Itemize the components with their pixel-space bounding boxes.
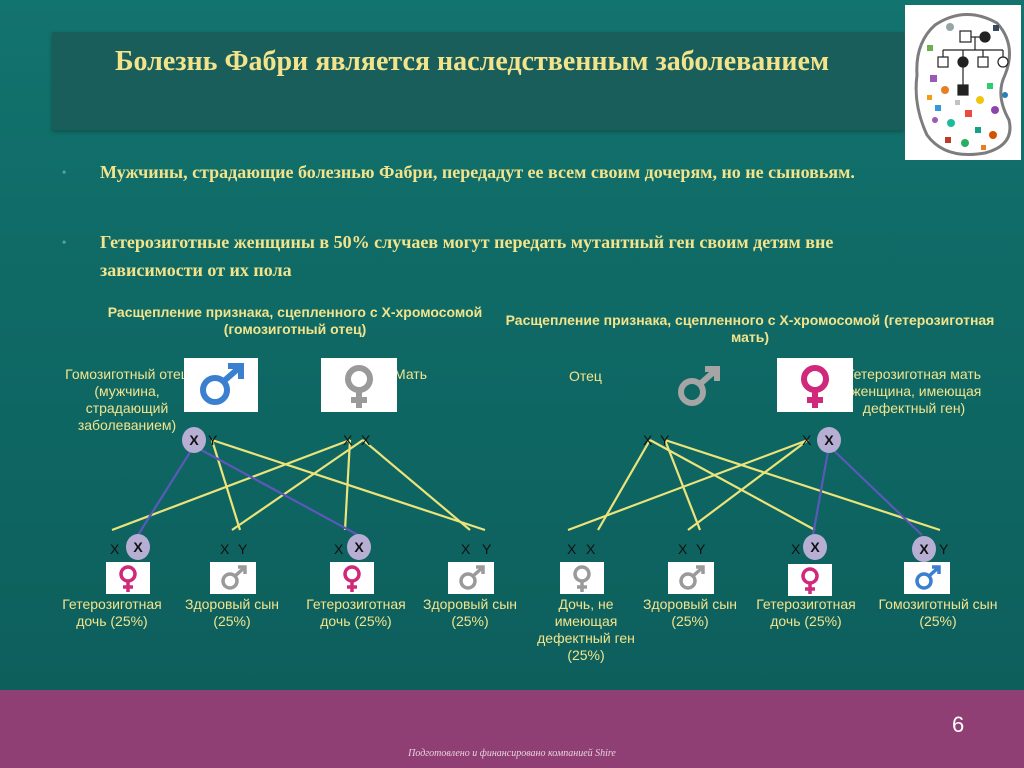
child-2-chromosome: X [678,541,688,557]
right-diagram-subtitle: Расщепление признака, сцепленного с Х-хр… [505,312,995,345]
child-3-chromosome: X [791,541,801,557]
right-mother-label: Гетерозиготная мать (женщина, имеющая де… [846,366,982,416]
inheritance-line [362,439,471,531]
male-symbol-icon [670,362,730,410]
child-3-chromosome: X [334,541,344,557]
male-symbol-icon [904,562,950,594]
x-chromosome: X [802,432,812,448]
inheritance-line [231,439,364,531]
child-3-mutant-x: X [803,534,827,560]
child-4-label: Гомозиготный сын (25%) [878,596,998,629]
female-symbol-icon [330,562,374,594]
inheritance-line [649,439,816,531]
child-1-chromosome: X [586,541,596,557]
defective-gene-line [828,445,923,536]
page-number: 6 [952,712,965,737]
bullet-1-text: Мужчины, страдающие болезнью Фабри, пере… [100,162,855,182]
defective-gene-line [193,445,359,536]
child-2-label: Здоровый сын (25%) [643,596,737,629]
child-3-label: Гетерозиготная дочь (25%) [756,596,856,629]
defective-gene-line [811,445,831,536]
bullet-dot: • [62,165,67,179]
inheritance-line [567,438,809,532]
child-2-label: Здоровый сын (25%) [185,596,279,629]
y-chromosome: Y [660,432,670,448]
left-mother-label: Мать [394,366,428,382]
inheritance-line [663,439,702,531]
male-symbol-icon [448,562,494,594]
male-symbol-icon [668,562,714,594]
slide-logo [905,5,1021,160]
female-symbol-icon [788,564,832,596]
child-2-chromosome: Y [238,541,248,557]
mutant-x-chromosome: X [817,427,841,453]
left-father-label: Гомозиготный отец (мужчина, страдающий з… [65,366,189,433]
child-1-label: Дочь, не имеющая дефектный ген (25%) [537,596,635,663]
child-2-chromosome: X [220,541,230,557]
title-box [52,32,904,130]
female-symbol-icon [106,562,150,594]
child-4-mutant-x: X [912,536,936,562]
inheritance-line [664,438,941,532]
child-1-chromosome: X [567,541,577,557]
child-1-label: Гетерозиготная дочь (25%) [62,596,162,629]
female-symbol-icon [560,562,604,594]
bullet-dot: • [62,235,67,249]
y-chromosome: Y [208,432,218,448]
inheritance-line [111,438,351,532]
bullet-2: • Гетерозиготные женщины в 50% случаев м… [62,228,930,284]
footer-credit: Подготовлено и финансировано компанией S… [408,748,616,759]
mutant-x-chromosome: X [182,427,206,453]
x-chromosome: X [343,432,353,448]
female-symbol-icon [321,358,397,412]
inheritance-line [687,439,809,531]
male-symbol-icon [210,562,256,594]
right-father-label: Отец [569,368,602,384]
child-1-chromosome: X [110,541,120,557]
inheritance-line [210,439,242,531]
bullet-2-text: Гетерозиготные женщины в 50% случаев мог… [100,232,834,280]
bullet-1: • Мужчины, страдающие болезнью Фабри, пе… [62,158,930,186]
child-2-chromosome: Y [696,541,706,557]
footer-bar: 6 Подготовлено и финансировано компанией… [0,690,1024,768]
x-chromosome: X [361,432,371,448]
child-4-chromosome: X [461,541,471,557]
male-symbol-icon [184,358,258,412]
female-symbol-icon [777,358,853,412]
child-1-mutant-x: X [126,534,150,560]
left-diagram-subtitle: Расщепление признака, сцепленного с Х-хр… [107,304,483,337]
slide-title: Болезнь Фабри является наследственным за… [114,46,830,77]
inheritance-lines [111,438,941,536]
child-3-label: Гетерозиготная дочь (25%) [306,596,406,629]
child-4-label: Здоровый сын (25%) [423,596,517,629]
child-3-mutant-x: X [347,534,371,560]
defective-gene-line [137,445,195,536]
child-4-chromosome: Y [939,541,949,557]
inheritance-line [343,439,352,531]
x-chromosome: X [643,432,653,448]
child-4-chromosome: Y [482,541,492,557]
